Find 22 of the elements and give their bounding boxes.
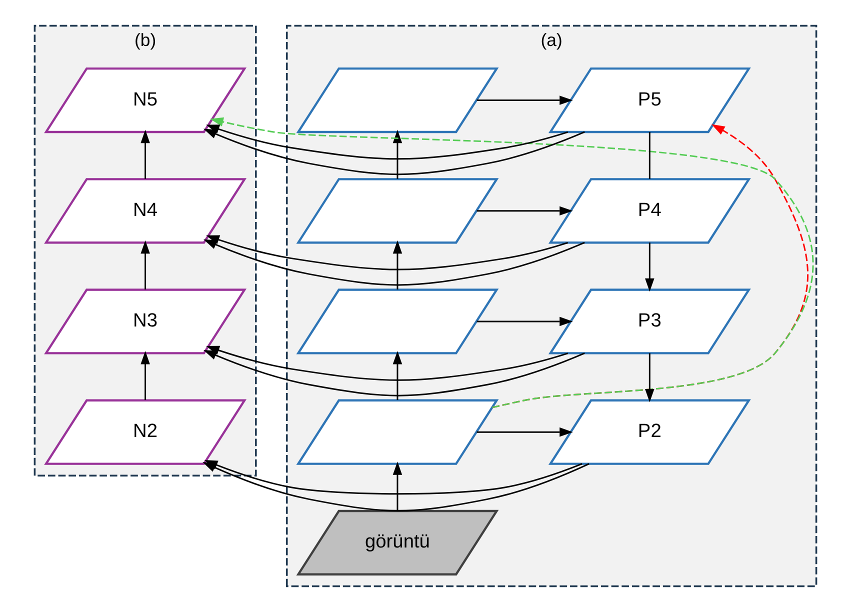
arrow (202, 124, 584, 176)
node-parallelogram (296, 67, 498, 134)
arrow (202, 346, 584, 396)
node-parallelogram (296, 399, 498, 465)
arrow (210, 117, 813, 408)
arrow (476, 316, 572, 326)
arrow (644, 353, 654, 402)
arrow (392, 462, 402, 511)
arrow (392, 350, 402, 400)
connector (648, 132, 650, 179)
node-parallelogram (296, 288, 498, 354)
arrow (392, 130, 402, 179)
arrow (202, 235, 584, 286)
arrow (476, 96, 572, 105)
arrow (476, 206, 572, 216)
arrow (140, 240, 150, 290)
arrow (476, 427, 572, 437)
arrow (392, 240, 402, 290)
node-parallelogram (296, 178, 498, 244)
arrow (140, 130, 150, 179)
arrow (140, 350, 150, 400)
arrow (644, 242, 654, 292)
